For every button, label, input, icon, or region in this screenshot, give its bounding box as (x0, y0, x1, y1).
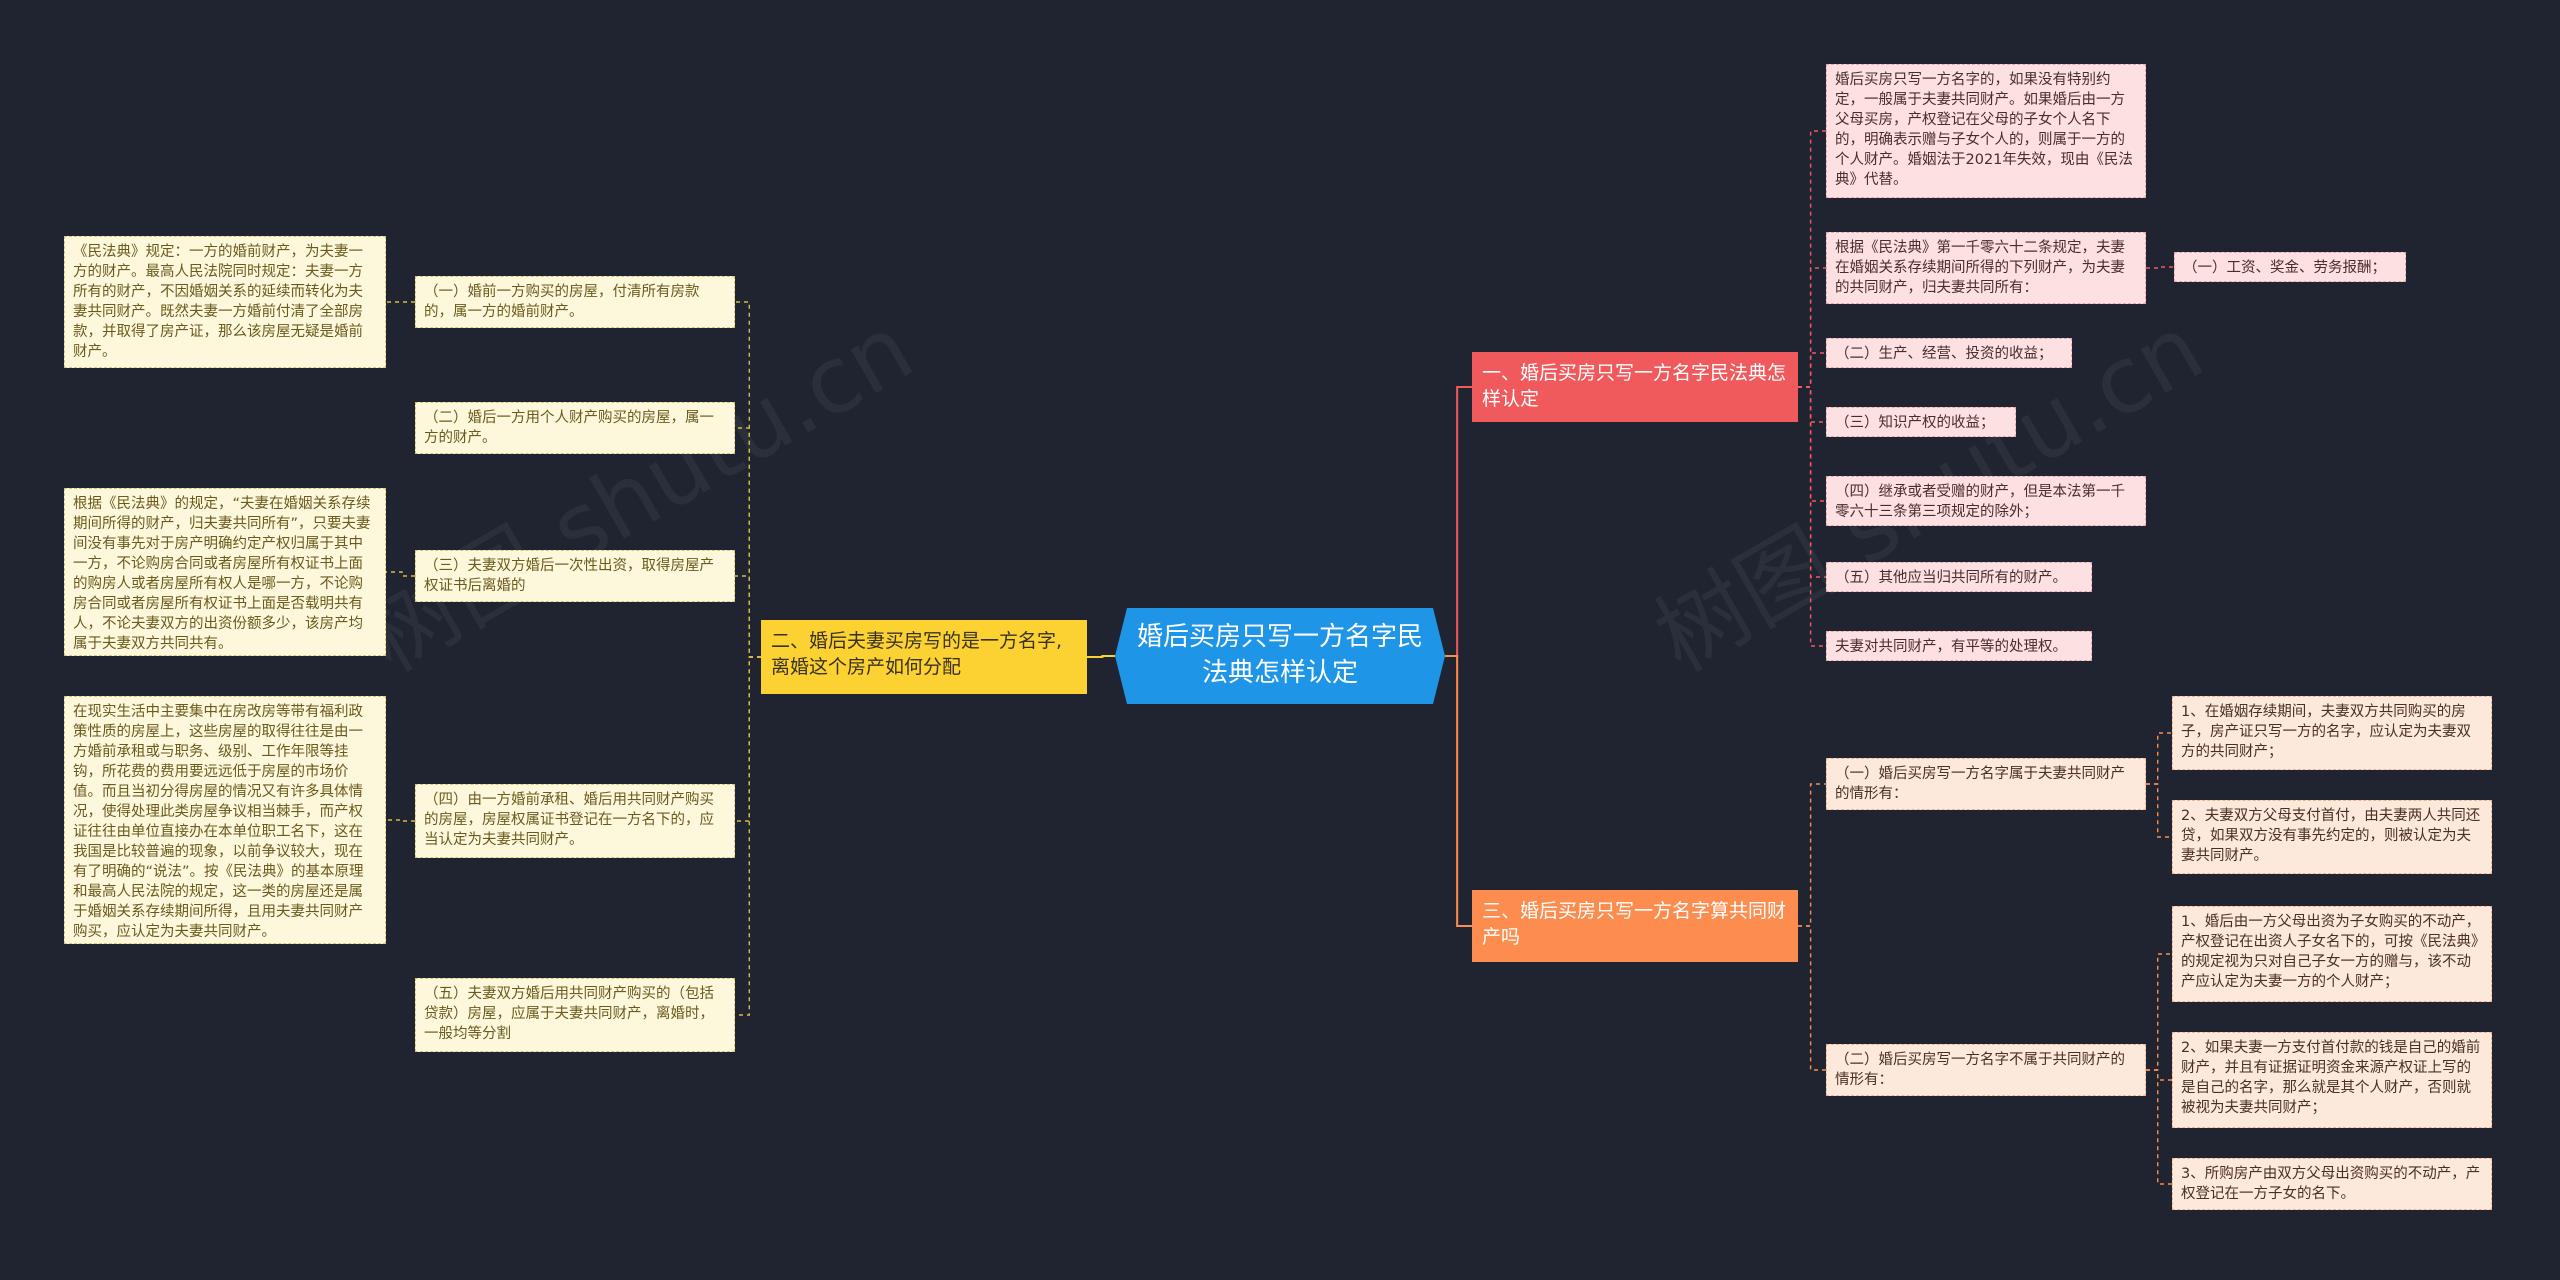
connector (735, 575, 761, 658)
branch-2-note[interactable]: 在现实生活中主要集中在房改房等带有福利政策性质的房屋上，这些房屋的取得往往是由一… (64, 696, 386, 944)
branch-2-item[interactable]: （一）婚前一方购买的房屋，付清所有房款的，属一方的婚前财产。 (415, 276, 735, 328)
branch-1[interactable]: 一、婚后买房只写一方名字民法典怎样认定 (1472, 352, 1798, 422)
connector (386, 819, 415, 822)
connector (1798, 386, 1826, 423)
branch-1-subitem[interactable]: （一）工资、奖金、劳务报酬； (2174, 252, 2406, 282)
branch-2-note[interactable]: 《民法典》规定：一方的婚前财产，为夫妻一方的财产。最高人民法院同时规定：夫妻一方… (64, 236, 386, 368)
branch-3-item[interactable]: 1、婚后由一方父母出资为子女购买的不动产，产权登记在出资人子女名下的，可按《民法… (2172, 906, 2492, 1002)
connector (2146, 732, 2172, 785)
branch-2-note[interactable]: 根据《民法典》的规定，“夫妻在婚姻关系存续期间所得的财产，归夫妻共同所有”，只要… (64, 488, 386, 656)
connector (1798, 352, 1826, 388)
branch-1-item[interactable]: （三）知识产权的收益； (1826, 407, 2016, 437)
branch-1-item[interactable]: （二）生产、经营、投资的收益； (1826, 338, 2072, 368)
branch-2-item[interactable]: （三）夫妻双方婚后一次性出资，取得房屋产权证书后离婚的 (415, 550, 735, 602)
connector (1445, 386, 1472, 657)
branch-1-item[interactable]: （四）继承或者受赠的财产，但是本法第一千零六十三条第三项规定的除外； (1826, 476, 2146, 526)
connector (2146, 783, 2172, 838)
branch-2-item[interactable]: （二）婚后一方用个人财产购买的房屋，属一方的财产。 (415, 402, 735, 454)
branch-1-item[interactable]: （五）其他应当归共同所有的财产。 (1826, 562, 2092, 592)
connector (386, 571, 415, 577)
connector (1798, 783, 1826, 927)
branch-1-item[interactable]: 夫妻对共同财产，有平等的处理权。 (1826, 631, 2092, 661)
central-topic[interactable]: 婚后买房只写一方名字民法典怎样认定 (1115, 608, 1445, 704)
connector (2146, 266, 2174, 269)
connector (2146, 1069, 2172, 1185)
connector (1798, 386, 1826, 647)
branch-3[interactable]: 三、婚后买房只写一方名字算共同财产吗 (1472, 890, 1798, 962)
branch-3-group[interactable]: （二）婚后买房写一方名字不属于共同财产的情形有： (1826, 1044, 2146, 1096)
connector (735, 427, 761, 658)
connector (1798, 130, 1826, 388)
branch-3-group[interactable]: （一）婚后买房写一方名字属于夫妻共同财产的情形有： (1826, 758, 2146, 810)
connector (1798, 925, 1826, 1071)
connector (2146, 1069, 2172, 1081)
connector (1445, 655, 1472, 927)
branch-1-item[interactable]: 婚后买房只写一方名字的，如果没有特别约定，一般属于夫妻共同财产。如果婚后由一方父… (1826, 64, 2146, 198)
connector (2146, 953, 2172, 1071)
connector (735, 656, 761, 822)
connector (1798, 386, 1826, 578)
connector (735, 301, 761, 658)
branch-2[interactable]: 二、婚后夫妻买房写的是一方名字,离婚这个房产如何分配 (761, 620, 1087, 694)
branch-3-item[interactable]: 1、在婚姻存续期间，夫妻双方共同购买的房子，房产证只写一方的名字，应认定为夫妻双… (2172, 696, 2492, 770)
branch-3-item[interactable]: 2、夫妻双方父母支付首付，由夫妻两人共同还贷，如果双方没有事先约定的，则被认定为… (2172, 800, 2492, 874)
connector (1798, 386, 1826, 502)
connector (735, 656, 761, 1016)
connector (1798, 267, 1826, 388)
branch-3-item[interactable]: 3、所购房产由双方父母出资购买的不动产，产权登记在一方子女的名下。 (2172, 1158, 2492, 1210)
branch-1-item[interactable]: 根据《民法典》第一千零六十二条规定，夫妻在婚姻关系存续期间所得的下列财产，为夫妻… (1826, 232, 2146, 304)
branch-2-item[interactable]: （五）夫妻双方婚后用共同财产购买的（包括贷款）房屋，应属于夫妻共同财产，离婚时，… (415, 978, 735, 1052)
connector (1087, 655, 1115, 658)
branch-3-item[interactable]: 2、如果夫妻一方支付首付款的钱是自己的婚前财产，并且有证据证明资金来源产权证上写… (2172, 1032, 2492, 1128)
branch-2-item[interactable]: （四）由一方婚前承租、婚后用共同财产购买的房屋，房屋权属证书登记在一方名下的，应… (415, 784, 735, 858)
